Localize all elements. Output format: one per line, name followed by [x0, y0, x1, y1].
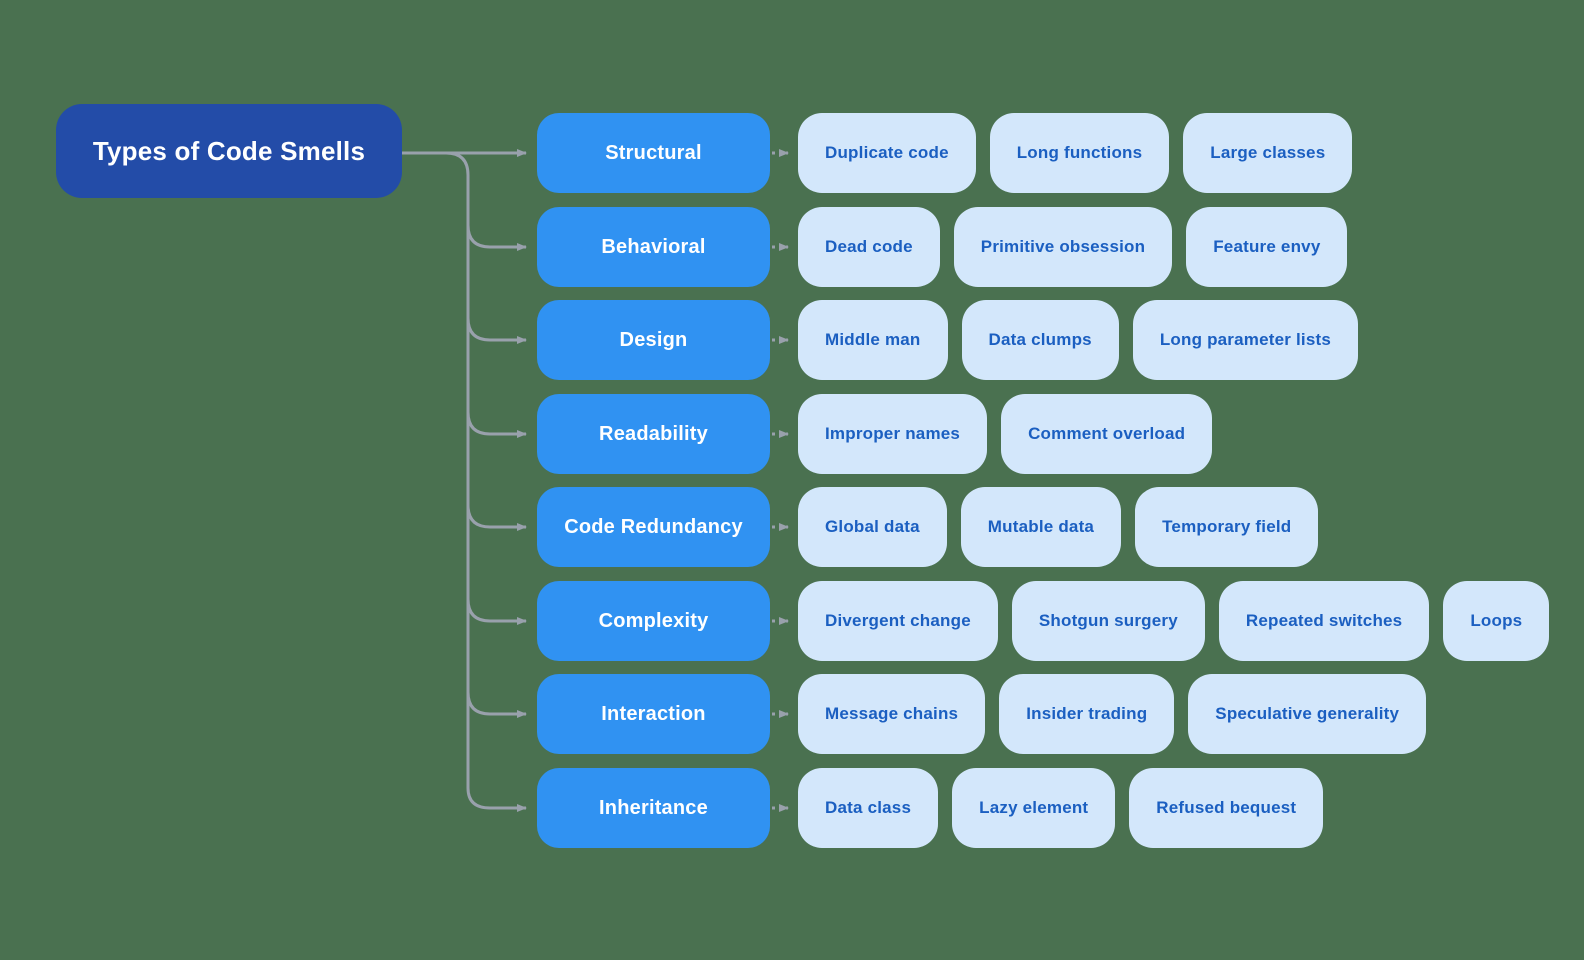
item-node: Divergent change — [798, 581, 998, 661]
item-node: Message chains — [798, 674, 986, 754]
item-node: Mutable data — [960, 487, 1122, 567]
item-node: Long functions — [989, 113, 1170, 193]
item-node: Feature envy — [1186, 207, 1348, 287]
category-node-behavioral: Behavioral — [537, 207, 770, 287]
category-node-structural: Structural — [537, 113, 770, 193]
branch-arrow-icon — [466, 691, 527, 718]
branch-arrow-icon — [466, 504, 527, 531]
root-node: Types of Code Smells — [56, 104, 402, 198]
trunk-line — [445, 151, 527, 812]
category-node-readability: Readability — [537, 394, 770, 474]
item-node: Refused bequest — [1129, 768, 1324, 848]
branch-arrow-icon — [466, 598, 527, 625]
category-node-code-redundancy: Code Redundancy — [537, 487, 770, 567]
item-node: Loops — [1443, 581, 1550, 661]
category-node-inheritance: Inheritance — [537, 768, 770, 848]
item-node: Dead code — [798, 207, 940, 287]
item-node: Middle man — [798, 300, 948, 380]
item-node: Speculative generality — [1188, 674, 1427, 754]
category-node-complexity: Complexity — [537, 581, 770, 661]
item-node: Lazy element — [952, 768, 1116, 848]
item-node: Long parameter lists — [1132, 300, 1359, 380]
branch-arrow-icon — [466, 224, 527, 251]
item-node: Large classes — [1183, 113, 1353, 193]
category-node-design: Design — [537, 300, 770, 380]
item-node: Comment overload — [1001, 394, 1213, 474]
item-node: Data clumps — [961, 300, 1119, 380]
item-node: Data class — [798, 768, 939, 848]
item-node: Temporary field — [1135, 487, 1319, 567]
item-node: Primitive obsession — [953, 207, 1173, 287]
branch-arrow-icon — [466, 411, 527, 438]
item-node: Duplicate code — [798, 113, 976, 193]
item-node: Global data — [798, 487, 947, 567]
item-node: Repeated switches — [1218, 581, 1430, 661]
item-node: Improper names — [798, 394, 988, 474]
category-node-interaction: Interaction — [537, 674, 770, 754]
item-node: Insider trading — [999, 674, 1175, 754]
item-node: Shotgun surgery — [1011, 581, 1205, 661]
branch-arrow-icon — [466, 317, 527, 344]
tree-branch-arrows — [402, 149, 527, 812]
